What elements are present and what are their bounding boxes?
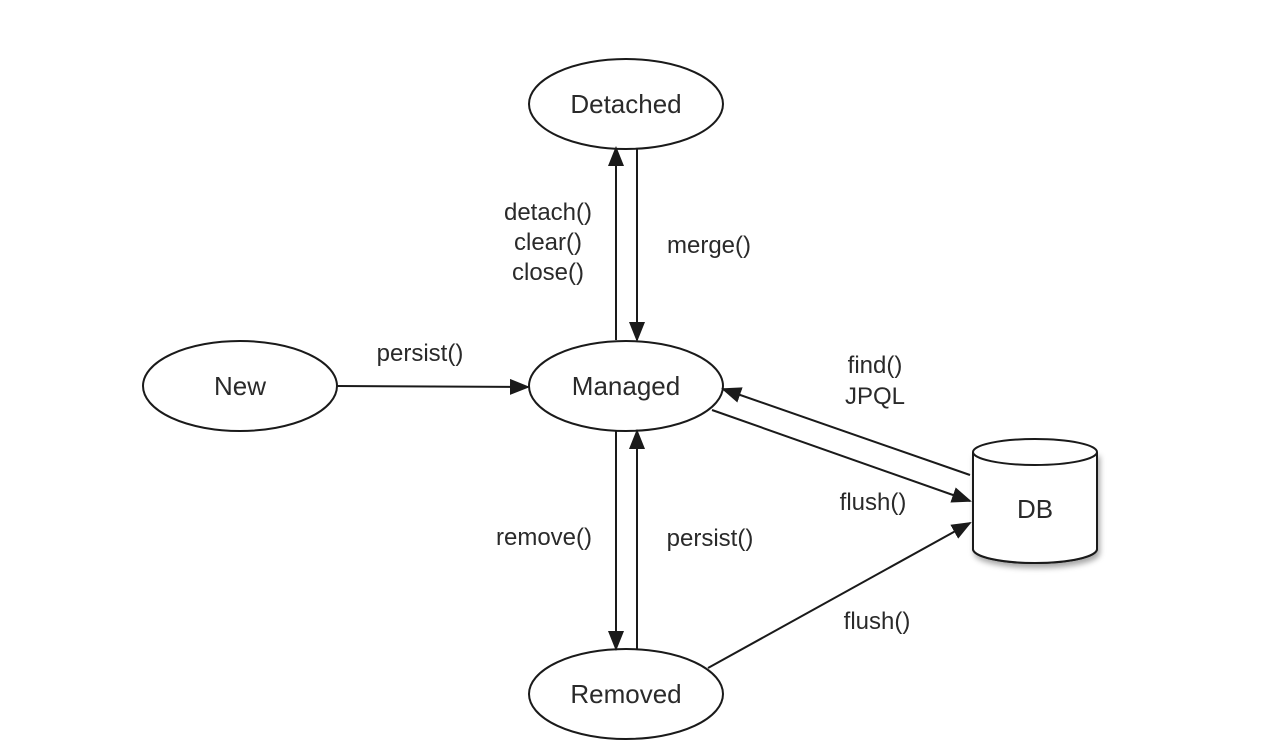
edge-label-detach-3: close() bbox=[512, 259, 584, 286]
edge-label-find-2: JPQL bbox=[845, 383, 905, 410]
edge-label-merge: merge() bbox=[667, 232, 751, 259]
edge-label-detach-2: clear() bbox=[514, 229, 582, 256]
edge-flush-managed bbox=[711, 409, 972, 503]
node-managed: Managed bbox=[528, 340, 724, 432]
edge-label-flush-managed: flush() bbox=[840, 489, 907, 516]
node-detached: Detached bbox=[528, 58, 724, 150]
node-removed: Removed bbox=[528, 648, 724, 740]
edge-label-persist-new: persist() bbox=[377, 340, 464, 367]
edge-find bbox=[721, 387, 971, 476]
edge-label-find-1: find() bbox=[848, 352, 903, 379]
edge-persist-new bbox=[336, 378, 530, 395]
node-db-label: DB bbox=[1017, 494, 1053, 524]
edge-label-remove: remove() bbox=[496, 524, 592, 551]
edge-flush-removed bbox=[707, 522, 972, 669]
node-removed-label: Removed bbox=[570, 679, 681, 709]
edge-label-detach-1: detach() bbox=[504, 199, 592, 226]
node-db-cylinder: DB bbox=[972, 438, 1098, 564]
node-new-label: New bbox=[214, 371, 266, 401]
node-managed-label: Managed bbox=[572, 371, 680, 401]
edge-label-persist-removed: persist() bbox=[667, 525, 754, 552]
node-detached-label: Detached bbox=[570, 89, 681, 119]
node-new: New bbox=[142, 340, 338, 432]
edge-label-flush-removed: flush() bbox=[844, 608, 911, 635]
